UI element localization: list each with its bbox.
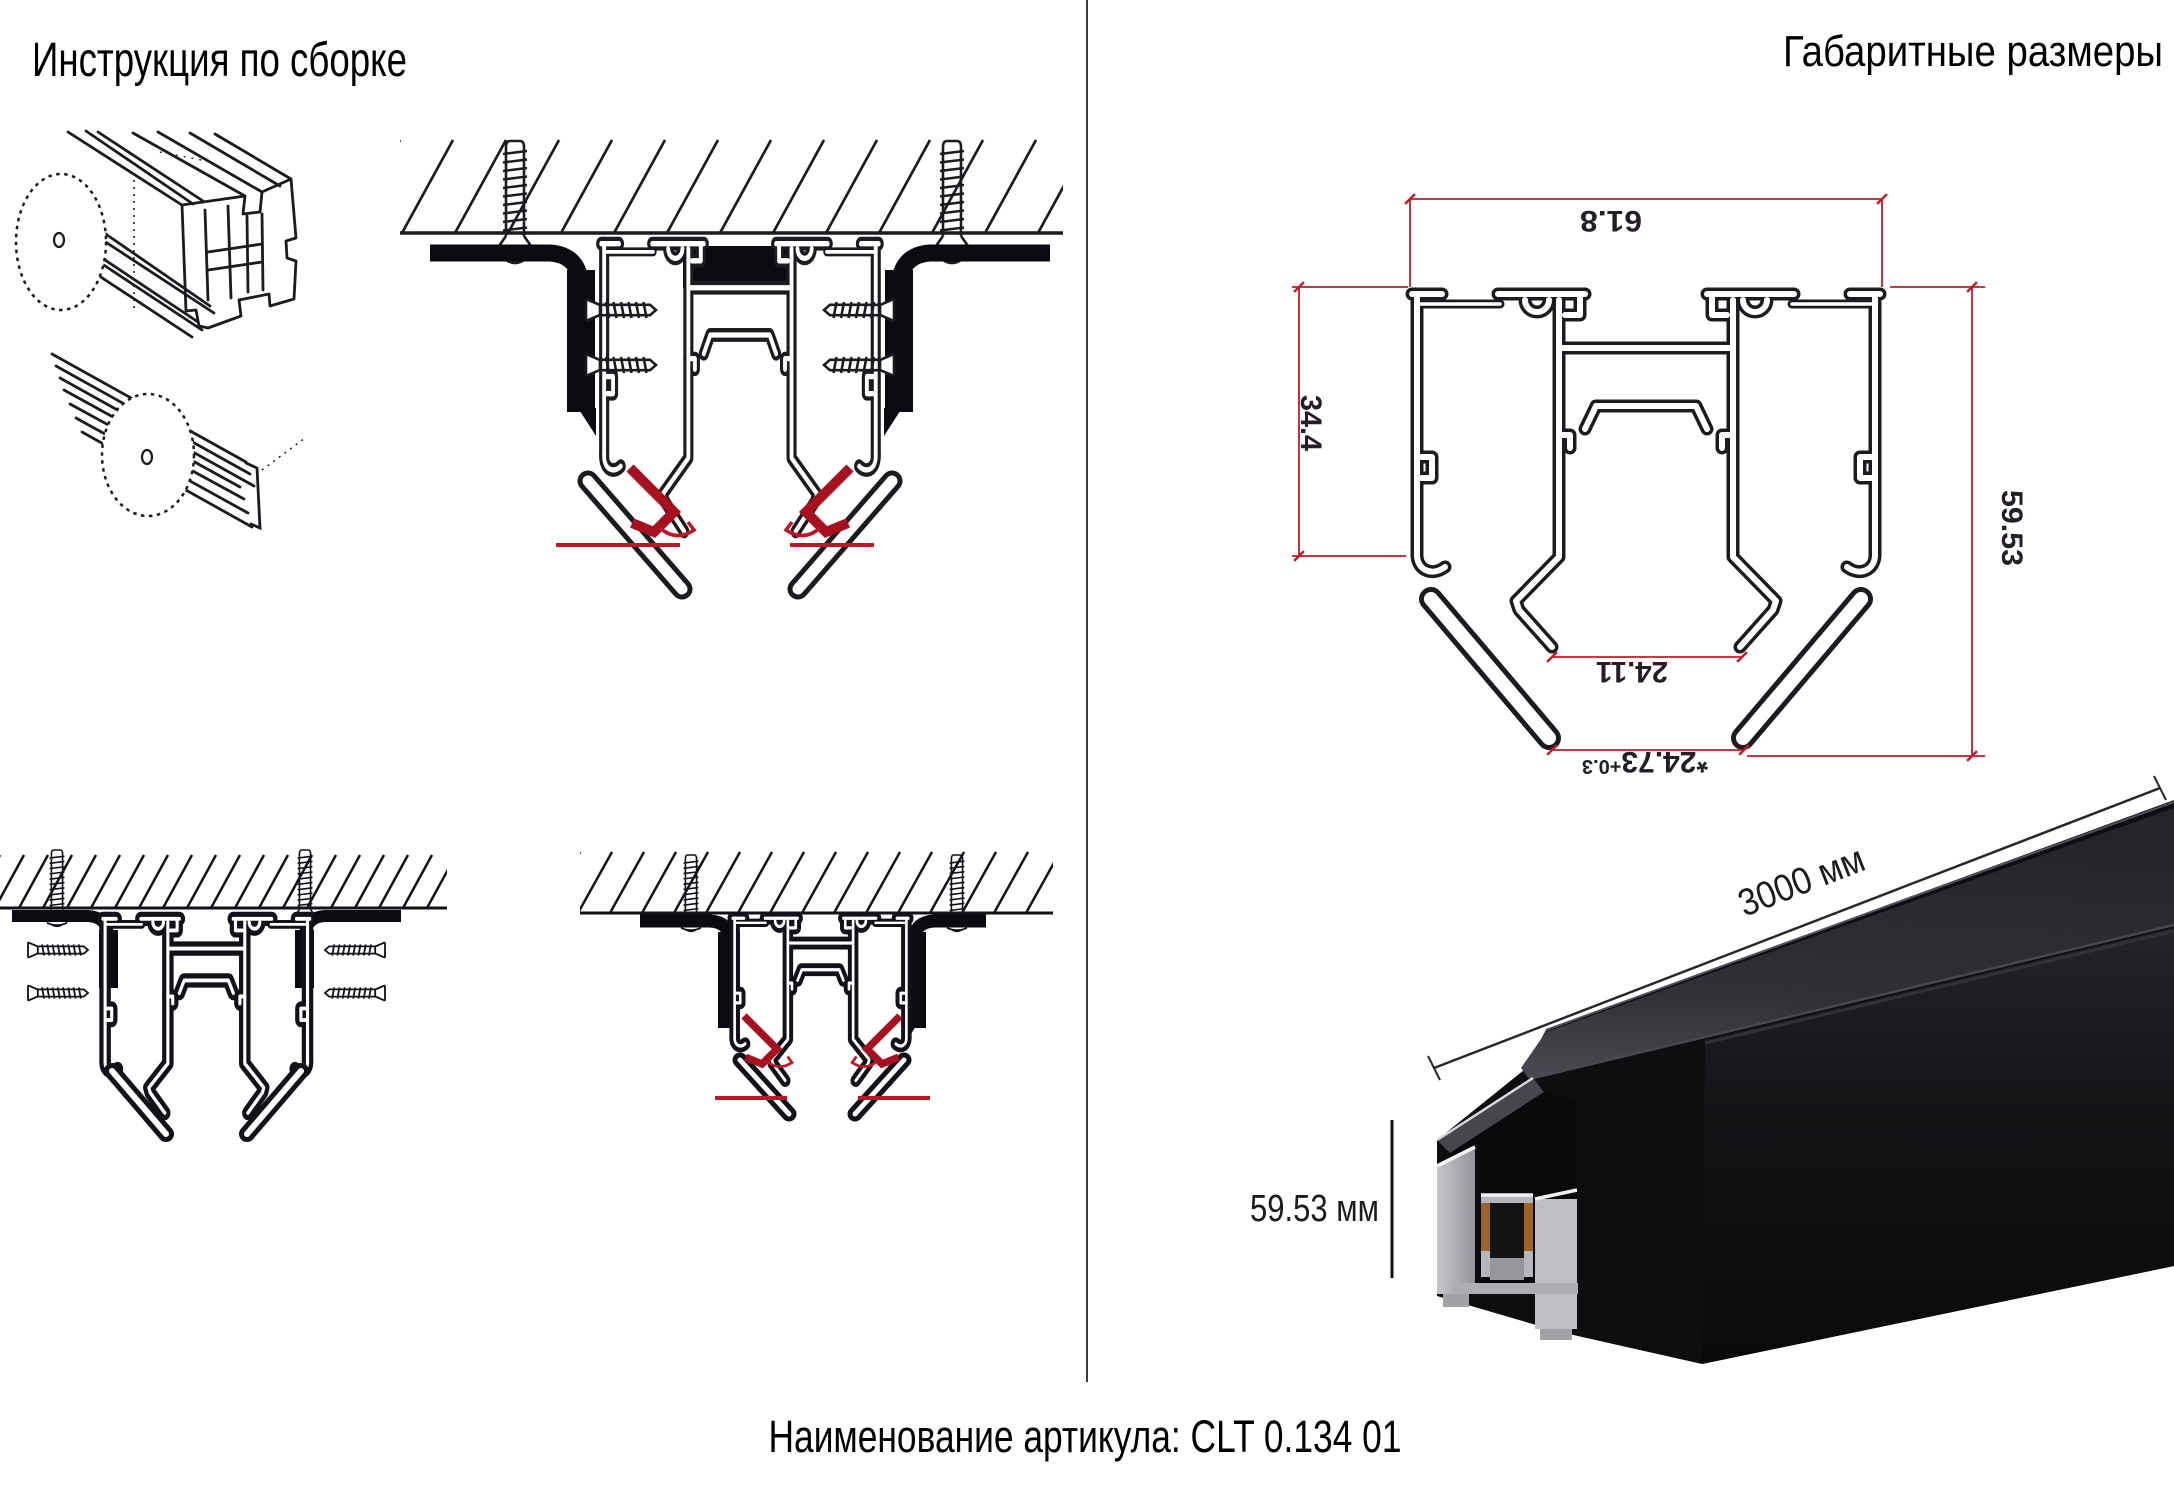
- svg-text:Наименование артикула: CLT 0.1: Наименование артикула: CLT 0.134 01: [769, 1411, 1402, 1462]
- svg-text:59.53 мм: 59.53 мм: [1250, 1188, 1379, 1230]
- svg-text:61.8: 61.8: [1580, 204, 1642, 237]
- svg-text:24.11: 24.11: [1596, 655, 1668, 688]
- svg-text:59.53: 59.53: [1995, 490, 2028, 566]
- svg-text:34.4: 34.4: [1294, 395, 1327, 451]
- svg-text:Инструкция по сборке: Инструкция по сборке: [32, 34, 407, 87]
- svg-text:Габаритные размеры: Габаритные размеры: [1783, 27, 2163, 76]
